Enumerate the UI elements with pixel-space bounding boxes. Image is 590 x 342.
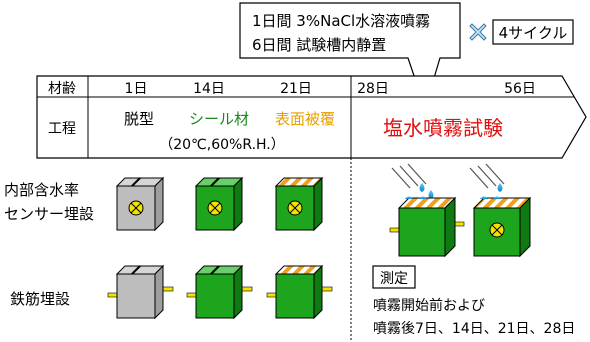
cube-rebar-coated [266, 264, 333, 320]
cycle-callout: 1日間 3%NaCl水溶液噴霧 6日間 試験槽内静置 4サイクル [239, 2, 574, 110]
droplet-icon [428, 190, 434, 199]
callout-line2: 6日間 試験槽内静置 [252, 36, 386, 54]
droplet-icon [419, 183, 425, 192]
timeline-table: 材齢 工程 1日 14日 21日 28日 56日 脱型 シール材 表面被覆 （2… [36, 75, 587, 159]
cycles-box [492, 19, 574, 45]
moisture-label-line2: センサー埋設 [4, 205, 94, 223]
spray-cube-sensor [469, 163, 532, 258]
age-1: 1日 [125, 81, 148, 97]
step-demold: 脱型 [124, 110, 154, 128]
step-condition: （20℃,60%R.H.） [159, 137, 285, 153]
age-28: 28日 [357, 81, 389, 97]
sensor-icon [489, 222, 505, 238]
sensor-icon [287, 200, 303, 216]
cycles-label: 4サイクル [499, 24, 568, 42]
step-sealant: シール材 [189, 110, 249, 128]
moisture-label-line1: 内部含水率 [4, 181, 79, 199]
measurement-label: 測定 [380, 271, 408, 287]
age-21: 21日 [280, 81, 312, 97]
cube-moisture-gray [115, 176, 165, 232]
callout-line1: 1日間 3%NaCl水溶液噴霧 [252, 12, 430, 30]
age-56: 56日 [504, 81, 536, 97]
rebar-label: 鉄筋埋設 [10, 290, 70, 308]
measurement-box [372, 265, 416, 289]
step-salt-spray: 塩水噴霧試験 [383, 116, 503, 140]
cube-moisture-sealed [194, 176, 244, 232]
step-coating: 表面被覆 [275, 110, 335, 128]
spray-cube-rebar [389, 163, 465, 258]
sensor-icon [207, 200, 223, 216]
multiply-icon [469, 23, 487, 41]
cube-rebar-sealed [186, 264, 253, 320]
sensor-icon [128, 200, 144, 216]
cube-rebar-gray [107, 264, 174, 320]
measurement-line2: 噴霧後7日、14日、21日、28日 [373, 321, 575, 337]
cube-moisture-coated [274, 176, 324, 232]
age-14: 14日 [193, 81, 225, 97]
step-header: 工程 [48, 121, 76, 137]
age-header: 材齢 [48, 81, 76, 97]
measurement-line1: 噴霧開始前および [373, 297, 485, 314]
droplet-icon [497, 183, 503, 192]
